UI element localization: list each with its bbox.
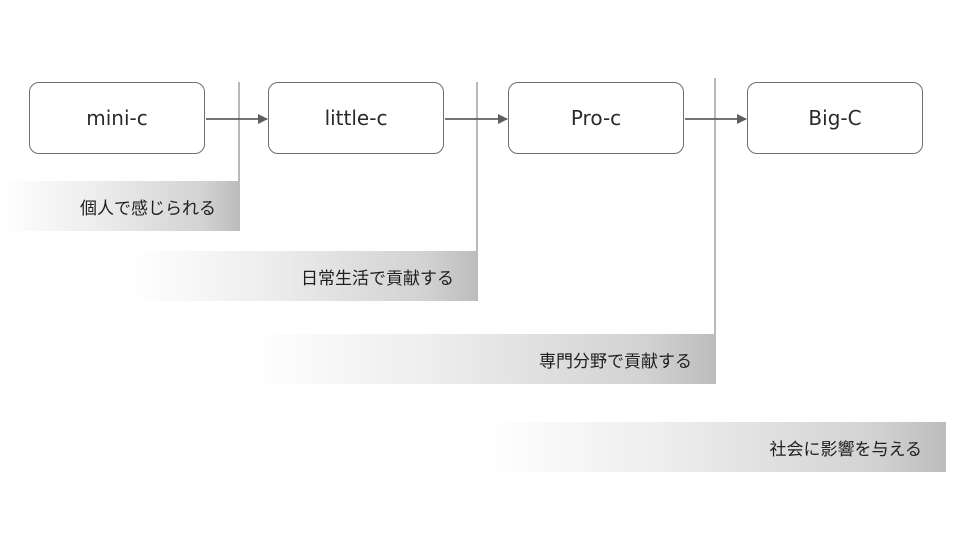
stage-label-mini-c: mini-c: [86, 106, 148, 130]
stage-label-pro-c: Pro-c: [570, 106, 622, 130]
description-text-little-c: 日常生活で貢献する: [301, 268, 454, 289]
description-text-big-c: 社会に影響を与える: [769, 439, 923, 460]
stage-box-pro-c: Pro-c: [508, 82, 684, 154]
description-band-big-c: 社会に影響を与える: [484, 422, 946, 472]
description-text-mini-c: 個人で感じられる: [80, 198, 216, 219]
divider-line-1: [238, 82, 240, 230]
stage-box-big-c: Big-C: [747, 82, 923, 154]
stage-box-little-c: little-c: [268, 82, 444, 154]
divider-line-2: [476, 82, 478, 300]
description-text-pro-c: 専門分野で貢献する: [539, 351, 692, 372]
stage-label-big-c: Big-C: [808, 106, 862, 130]
description-band-pro-c: 専門分野で貢献する: [250, 334, 716, 384]
description-band-mini-c: 個人で感じられる: [0, 181, 240, 231]
description-band-little-c: 日常生活で貢献する: [130, 251, 478, 301]
stage-box-mini-c: mini-c: [29, 82, 205, 154]
stage-label-little-c: little-c: [324, 106, 388, 130]
divider-line-3: [714, 78, 716, 384]
